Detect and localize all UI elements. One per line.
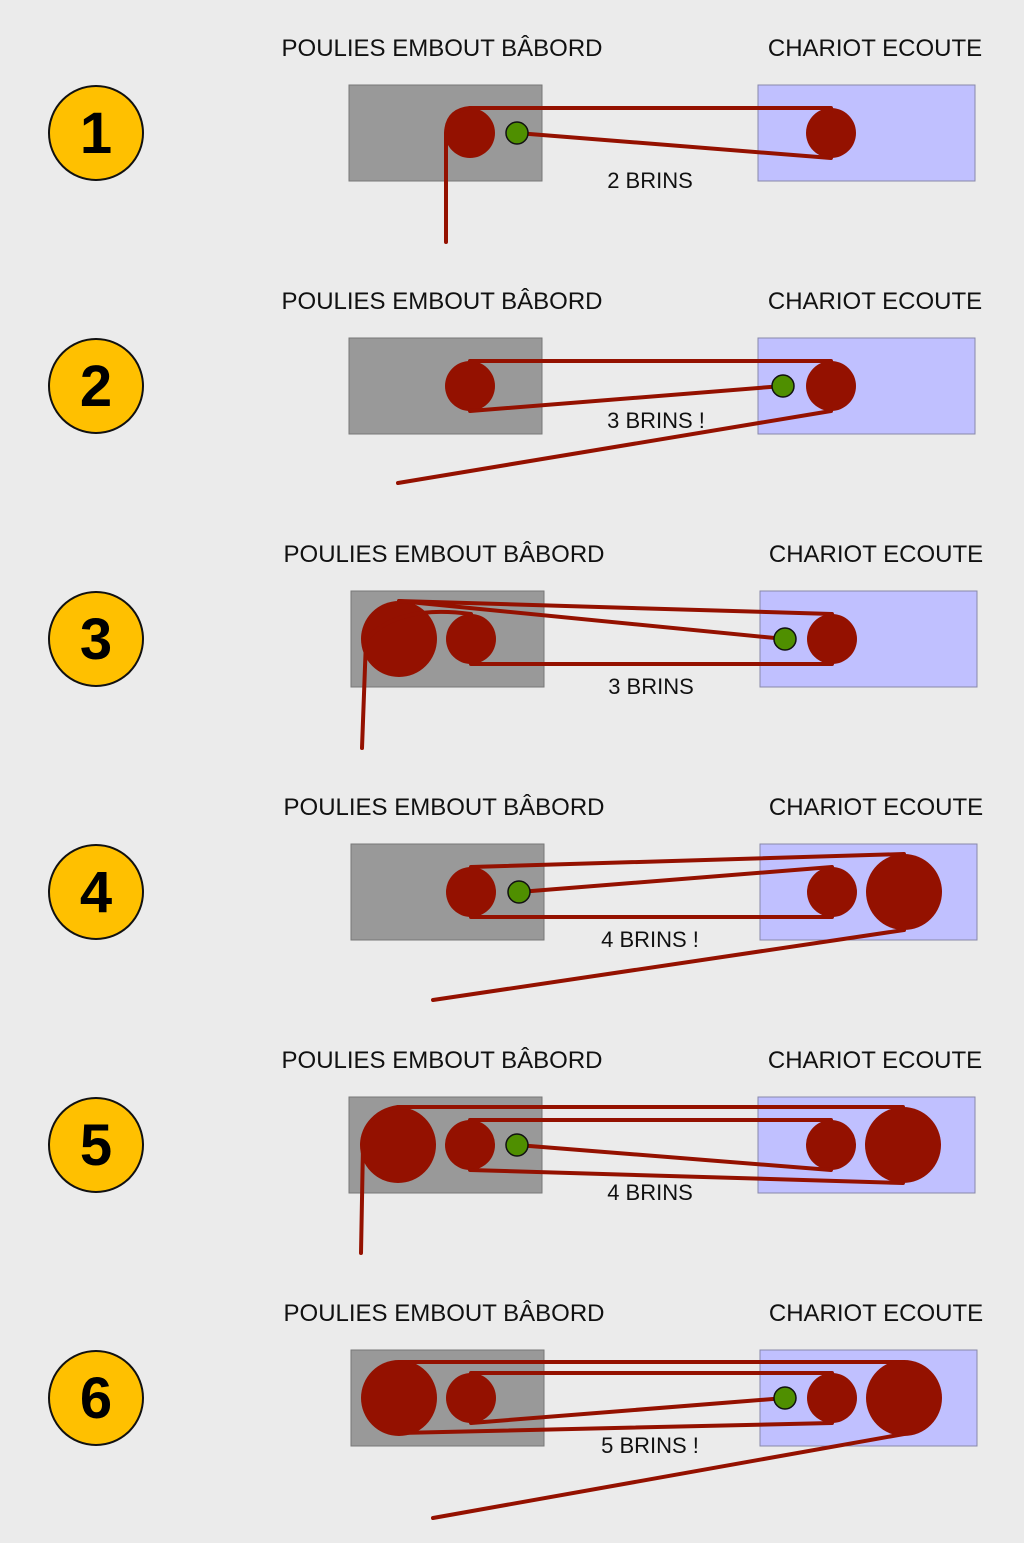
boom-end-title: POULIES EMBOUT BÂBORD bbox=[284, 1300, 605, 1327]
boom-pulley-small bbox=[445, 108, 495, 158]
traveller-pulley-small bbox=[807, 867, 857, 917]
parts-count-caption: 2 BRINS bbox=[607, 168, 693, 193]
step-badge bbox=[48, 844, 144, 940]
traveller-pulley-small bbox=[807, 614, 857, 664]
traveller-box bbox=[757, 84, 976, 182]
step-number: 6 bbox=[80, 1366, 112, 1431]
boom-end-title: POULIES EMBOUT BÂBORD bbox=[282, 35, 603, 62]
traveller-title: CHARIOT ECOUTE bbox=[769, 541, 983, 568]
sheet-rope bbox=[431, 852, 906, 1002]
step-badge bbox=[48, 85, 144, 181]
boom-pulley-large bbox=[361, 601, 437, 677]
step-number: 4 bbox=[80, 860, 112, 925]
panel-5: POULIES EMBOUT BÂBORD CHARIOT ECOUTE 5 4… bbox=[48, 1047, 982, 1255]
traveller-title: CHARIOT ECOUTE bbox=[769, 1300, 983, 1327]
traveller-pulley-small bbox=[806, 1120, 856, 1170]
boom-end-title: POULIES EMBOUT BÂBORD bbox=[284, 541, 605, 568]
sheet-rope bbox=[359, 1105, 905, 1255]
step-number: 1 bbox=[80, 101, 112, 166]
traveller-pulley-small bbox=[806, 108, 856, 158]
boom-end-title: POULIES EMBOUT BÂBORD bbox=[282, 1047, 603, 1074]
parts-count-caption: 4 BRINS bbox=[607, 1180, 693, 1205]
sheet-rope bbox=[396, 359, 833, 485]
rope-dead-end-anchor bbox=[773, 627, 797, 651]
rope-dead-end-anchor bbox=[771, 374, 795, 398]
parts-count-caption: 5 BRINS ! bbox=[601, 1433, 699, 1458]
traveller-pulley-small bbox=[806, 361, 856, 411]
traveller-pulley-large bbox=[865, 1107, 941, 1183]
traveller-title: CHARIOT ECOUTE bbox=[768, 288, 982, 315]
panel-1: POULIES EMBOUT BÂBORD CHARIOT ECOUTE 1 2… bbox=[48, 35, 982, 244]
parts-count-caption: 3 BRINS ! bbox=[607, 408, 705, 433]
boom-end-title: POULIES EMBOUT BÂBORD bbox=[282, 288, 603, 315]
boom-pulley-small bbox=[446, 867, 496, 917]
traveller-pulley-small bbox=[807, 1373, 857, 1423]
rope-dead-end-anchor bbox=[505, 1133, 529, 1157]
step-badge bbox=[48, 338, 144, 434]
step-badge bbox=[48, 1350, 144, 1446]
boom-pulley-large bbox=[361, 1360, 437, 1436]
boom-pulley-small bbox=[445, 1120, 495, 1170]
traveller-pulley-large bbox=[866, 1360, 942, 1436]
step-badge bbox=[48, 591, 144, 687]
panel-3: POULIES EMBOUT BÂBORD CHARIOT ECOUTE 3 3… bbox=[48, 541, 983, 750]
boom-pulley-small bbox=[446, 1373, 496, 1423]
sheet-rope bbox=[360, 599, 834, 750]
traveller-title: CHARIOT ECOUTE bbox=[768, 35, 982, 62]
step-number: 2 bbox=[80, 354, 112, 419]
step-badge bbox=[48, 1097, 144, 1193]
boom-pulley-large bbox=[360, 1107, 436, 1183]
parts-count-caption: 3 BRINS bbox=[608, 674, 694, 699]
traveller-pulley-large bbox=[866, 854, 942, 930]
traveller-title: CHARIOT ECOUTE bbox=[769, 794, 983, 821]
sheet-rope bbox=[444, 106, 833, 244]
boom-pulley-small bbox=[445, 361, 495, 411]
rope-dead-end-anchor bbox=[507, 880, 531, 904]
step-number: 5 bbox=[80, 1113, 112, 1178]
boom-pulley-small bbox=[446, 614, 496, 664]
parts-count-caption: 4 BRINS ! bbox=[601, 927, 699, 952]
boom-end-title: POULIES EMBOUT BÂBORD bbox=[284, 794, 605, 821]
traveller-title: CHARIOT ECOUTE bbox=[768, 1047, 982, 1074]
panel-6: POULIES EMBOUT BÂBORD CHARIOT ECOUTE 6 5… bbox=[48, 1300, 983, 1520]
sheet-rope bbox=[397, 1360, 906, 1520]
rope-dead-end-anchor bbox=[505, 121, 529, 145]
step-number: 3 bbox=[80, 607, 112, 672]
panel-2: POULIES EMBOUT BÂBORD CHARIOT ECOUTE 2 3… bbox=[48, 288, 982, 485]
rope-dead-end-anchor bbox=[773, 1386, 797, 1410]
panel-4: POULIES EMBOUT BÂBORD CHARIOT ECOUTE 4 4… bbox=[48, 794, 983, 1002]
